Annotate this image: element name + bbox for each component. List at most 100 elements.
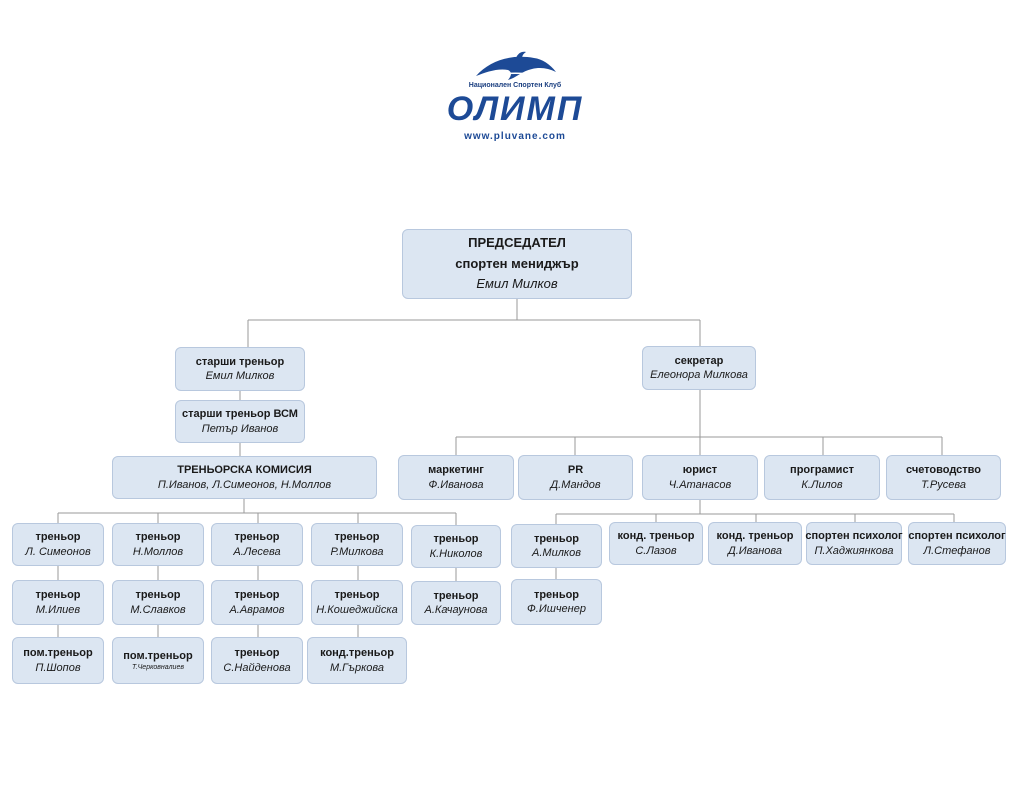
coach-role: треньор [135,589,181,602]
specialist-role: спортен психолог [805,530,903,543]
senior-coach-vsm-role: старши треньор ВСМ [182,408,298,421]
connector [57,499,457,525]
logo-url: www.pluvane.com [464,131,566,142]
staff-box-lawyer: юрист Ч.Атанасов [642,455,758,500]
specialist-name: С.Лазов [635,544,677,557]
coach-box: треньор Р.Милкова [311,523,403,566]
connector [455,390,943,455]
logo-brand: ОЛИМП [446,90,584,128]
coach-name: М.Илиев [35,603,81,616]
coach-commission-role: ТРЕНЬОРСКА КОМИСИЯ [177,464,312,477]
coach-role: пом.треньор [23,647,93,660]
coach-commission-members: П.Иванов, Л.Симеонов, Н.Моллов [157,478,332,491]
specialist-box: спортен психолог П.Хаджиянкова [805,522,903,565]
connector [555,500,955,524]
staff-role: счетоводство [905,464,982,477]
coach-name: С.Найденова [223,661,291,674]
coach-name: А.Милков [532,547,581,559]
specialist-name: Д.Иванова [727,544,783,557]
coach-name: М.Гъркова [329,661,385,674]
coach-name: Л. Симеонов [25,545,91,558]
coach-box: треньор Ф.Ишченер [511,579,602,625]
dolphin-icon [476,51,556,80]
coach-box: треньор А.Аврамов [211,580,303,625]
staff-box-accounting: счетоводство Т.Русева [886,455,1001,500]
staff-box-marketing: маркетинг Ф.Иванова [398,455,514,500]
chairman-name: Емил Милков [476,276,558,292]
senior-coach-role: старши треньор [195,355,285,368]
coach-role: пом.треньор [123,649,193,662]
coach-role: треньор [234,589,280,602]
coach-name: Р.Милкова [330,545,384,558]
senior-coach-vsm-box: старши треньор ВСМ Петър Иванов [175,400,305,443]
specialist-role: конд. треньор [617,530,695,543]
specialist-box: конд. треньор С.Лазов [609,522,703,565]
club-logo: Национален Спортен Клуб ОЛИМП www.pluvan… [430,50,600,150]
specialist-role: конд. треньор [716,530,794,543]
coach-role: треньор [35,531,81,544]
coach-commission-box: ТРЕНЬОРСКА КОМИСИЯ П.Иванов, Л.Симеонов,… [112,456,377,499]
coach-box: треньор А.Лесева [211,523,303,566]
staff-role: PR [567,464,584,477]
staff-name: К.Лилов [801,478,843,491]
coach-box: треньор М.Славков [112,580,204,625]
specialist-box: спортен психолог Л.Стефанов [908,522,1006,565]
coach-role: треньор [433,589,479,602]
coach-box: пом.треньор Т.Черковналиев [112,637,204,684]
coach-box: треньор А.Милков [511,524,602,568]
secretary-name: Елеонора Милкова [650,369,748,381]
specialist-box: конд. треньор Д.Иванова [708,522,802,565]
staff-box-programmer: програмист К.Лилов [764,455,880,500]
coach-name: А.Лесева [233,545,281,558]
coach-role: треньор [35,589,81,602]
senior-coach-name: Емил Милков [205,370,275,382]
coach-box: треньор Н.Моллов [112,523,204,566]
specialist-name: Л.Стефанов [923,544,991,557]
coach-role: треньор [533,532,580,545]
coach-role: треньор [533,588,580,601]
specialist-role: спортен психолог [908,530,1006,543]
coach-box: конд.треньор М.Гъркова [307,637,407,684]
staff-role: юрист [682,464,718,477]
coach-name: Н.Моллов [132,545,184,558]
staff-box-pr: PR Д.Мандов [518,455,633,500]
coach-name: Н.Кошеджийска [316,603,398,616]
coach-role: конд.треньор [320,647,394,660]
coach-role: треньор [135,531,181,544]
coach-name: К.Николов [429,547,483,560]
coach-name: П.Шопов [35,661,81,674]
staff-name: Ч.Атанасов [668,478,732,491]
coach-name: А.Аврамов [229,603,285,616]
staff-name: Ф.Иванова [428,478,484,491]
coach-role: треньор [334,589,380,602]
coach-box: треньор М.Илиев [12,580,104,625]
coach-name: М.Славков [130,603,186,616]
chairman-role: ПРЕДСЕДАТЕЛ [468,234,566,250]
coach-role: треньор [433,533,479,546]
coach-box: пом.треньор П.Шопов [12,637,104,684]
connector [57,566,557,637]
coach-box: треньор Л. Симеонов [12,523,104,566]
logo-tagline: Национален Спортен Клуб [468,82,562,89]
coach-name: Ф.Ишченер [527,603,586,615]
secretary-role: секретар [674,354,724,367]
coach-name: А.Качаунова [424,604,488,616]
staff-role: програмист [790,464,854,477]
chairman-box: ПРЕДСЕДАТЕЛ спортен мениджър Емил Милков [402,229,632,299]
staff-name: Т.Русева [921,478,966,491]
secretary-box: секретар Елеонора Милкова [642,346,756,390]
coach-role: треньор [234,531,280,544]
coach-box: треньор Н.Кошеджийска [311,580,403,625]
chairman-title: спортен мениджър [455,255,579,271]
coach-box: треньор С.Найденова [211,637,303,684]
coach-role: треньор [234,647,280,660]
coach-box: треньор К.Николов [411,525,501,568]
staff-role: маркетинг [428,464,484,477]
staff-name: Д.Мандов [550,478,601,491]
specialist-name: П.Хаджиянкова [814,544,894,557]
senior-coach-vsm-name: Петър Иванов [201,422,279,435]
connector [247,299,701,347]
coach-name: Т.Черковналиев [131,664,184,672]
coach-box: треньор А.Качаунова [411,581,501,625]
